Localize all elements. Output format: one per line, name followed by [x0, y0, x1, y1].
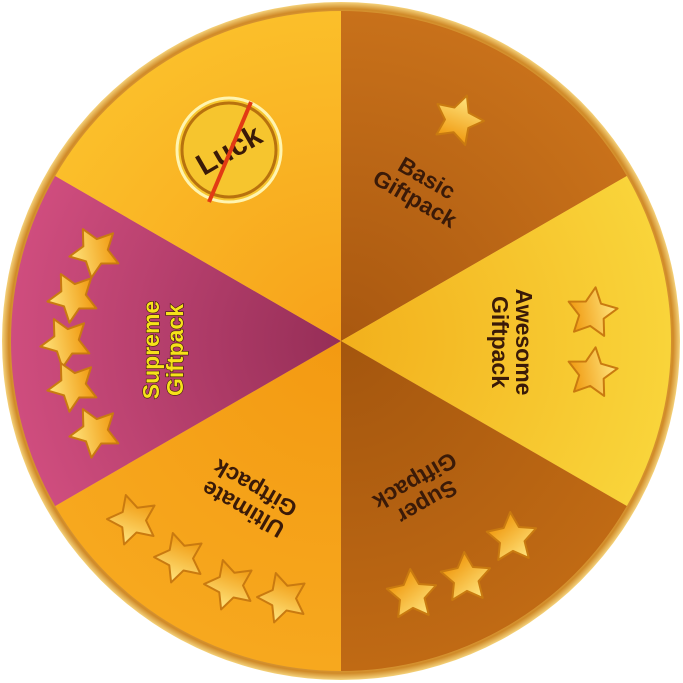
star-icon: [256, 572, 306, 624]
segment-basic: [341, 11, 627, 341]
star-icon: [567, 286, 619, 337]
label-line2: Giftpack: [487, 296, 513, 388]
segment-awesome: [341, 176, 671, 506]
label-line1: Awesome: [511, 289, 537, 396]
star-icon: [439, 551, 492, 602]
star-icon: [46, 273, 98, 324]
segment-ultimate: [55, 341, 342, 671]
star-icon: [68, 408, 120, 459]
star-icon: [567, 346, 619, 397]
star-icon: [203, 559, 253, 611]
label-line1: Supreme: [138, 301, 164, 399]
star-icon: [68, 228, 120, 279]
star-icon: [435, 94, 485, 146]
star-icon: [385, 568, 438, 619]
star-icon: [106, 494, 156, 546]
label-line2: Giftpack: [162, 304, 188, 396]
star-icon: [46, 362, 98, 413]
luck-icon: Luck: [175, 96, 283, 204]
star-icon: [153, 532, 203, 584]
star-icon: [485, 511, 538, 562]
